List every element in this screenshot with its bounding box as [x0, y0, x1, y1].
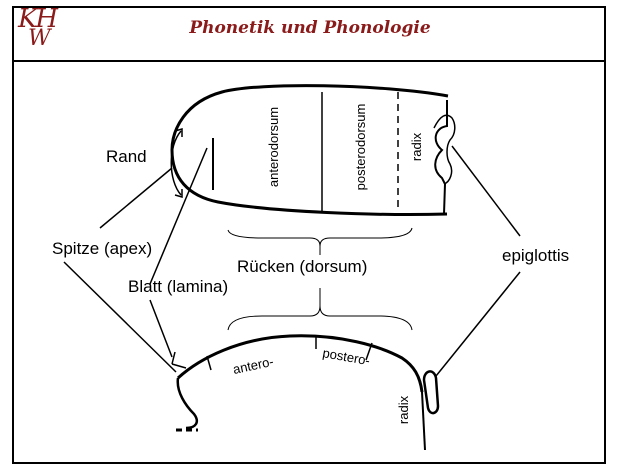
label-posterodorsum: posterodorsum	[353, 104, 368, 191]
label-anterodorsum: anterodorsum	[266, 107, 281, 187]
label-ruecken: Rücken (dorsum)	[237, 257, 367, 276]
label-rand: Rand	[106, 147, 147, 166]
label-blatt: Blatt (lamina)	[128, 277, 228, 296]
lower-tongue	[172, 335, 438, 450]
leader-spitze-upper	[100, 168, 172, 228]
leader-epiglottis-upper	[452, 146, 520, 236]
lower-tongue-outline	[178, 336, 422, 392]
label-spitze: Spitze (apex)	[52, 239, 152, 258]
leader-blatt-upper	[150, 148, 207, 284]
leader-epiglottis-lower	[436, 272, 520, 376]
label-postero: postero-	[321, 345, 371, 368]
apex-bracket	[172, 352, 186, 368]
dorsum-brace-bottom	[228, 306, 412, 330]
dorsum-brace-top	[228, 228, 412, 246]
label-radix-lower: radix	[396, 395, 411, 424]
lower-tongue-front	[178, 378, 197, 428]
label-antero: antero-	[232, 354, 275, 377]
label-epiglottis: epiglottis	[502, 246, 569, 265]
leader-blatt-lower	[150, 300, 172, 357]
label-radix-upper: radix	[409, 132, 424, 161]
epiglottis-lower	[424, 371, 438, 413]
lower-tongue-back	[422, 392, 425, 450]
